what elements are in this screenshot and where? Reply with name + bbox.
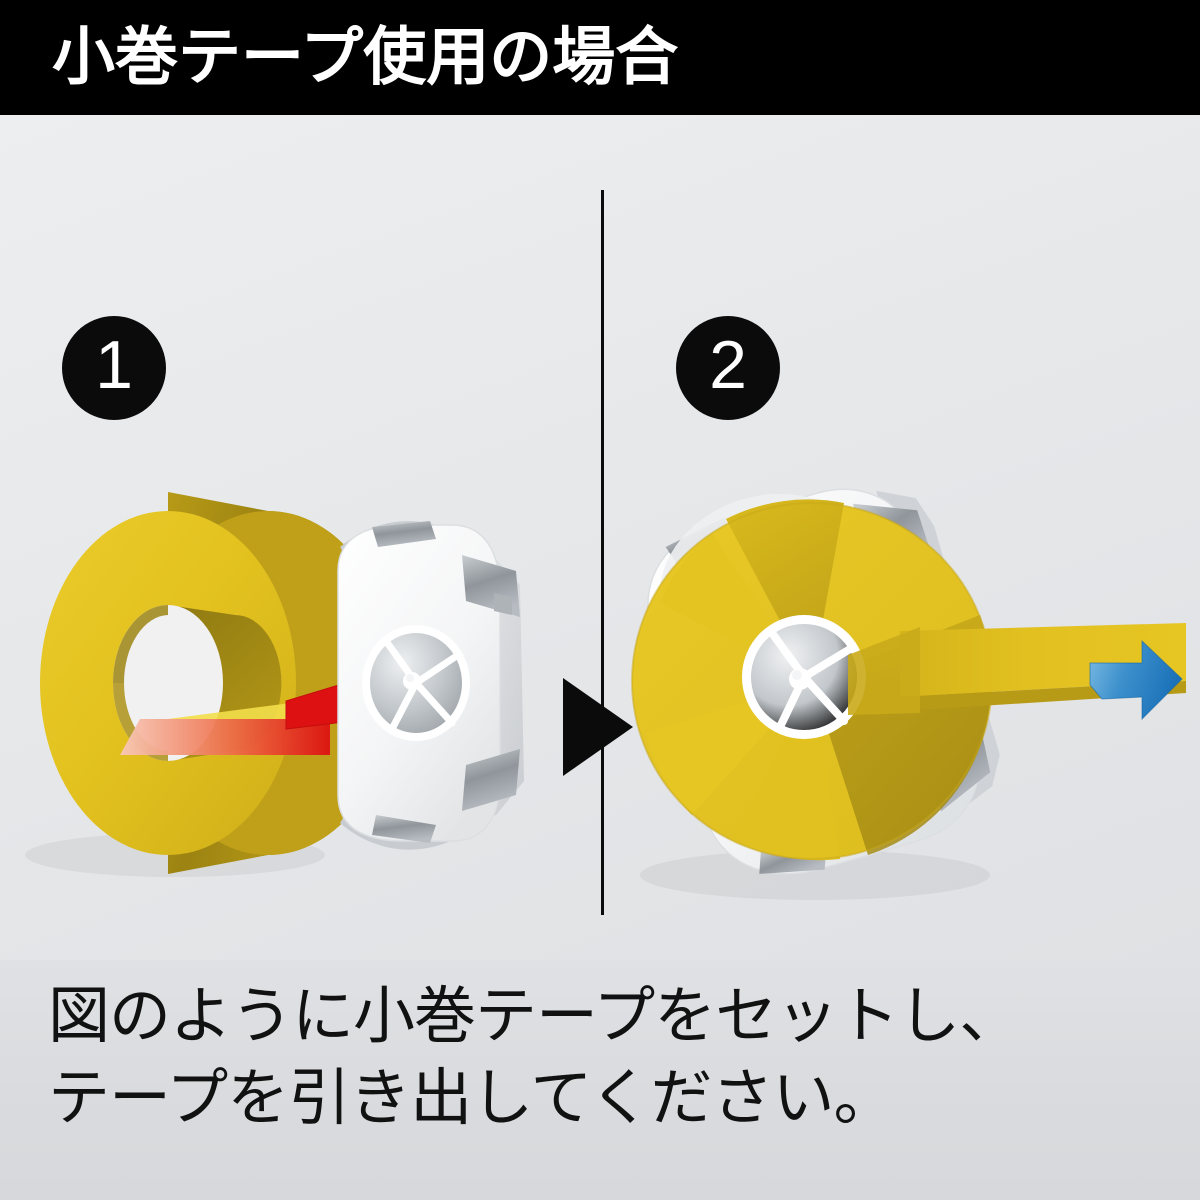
mounted-tape-roll <box>631 499 993 861</box>
illustration-stage: 1 2 <box>0 115 1200 960</box>
pulled-tape-strip <box>848 623 1186 715</box>
progress-arrow-icon <box>563 678 633 776</box>
insert-arrow-tail <box>120 719 330 755</box>
page-title: 小巻テープ使用の場合 <box>52 22 679 92</box>
panel-1-illustration <box>0 115 600 960</box>
panel-2-illustration <box>600 115 1200 960</box>
tape-cartridge <box>337 521 524 850</box>
step-badge-1-number: 1 <box>95 327 133 403</box>
step-badge-2-number: 2 <box>709 327 747 403</box>
caption-text: 図のように小巻テープをセットし、 テープを引き出してください。 <box>48 976 1158 1140</box>
step-badge-1: 1 <box>62 316 166 420</box>
cartridge-clip-bottom-right <box>462 749 520 811</box>
cartridge-clip-bottom-left <box>372 815 436 843</box>
step-badge-2: 2 <box>676 316 780 420</box>
cartridge-clip-top-left <box>372 521 436 547</box>
caption-area: 図のように小巻テープをセットし、 テープを引き出してください。 <box>0 960 1200 1200</box>
pull-direction-arrow <box>1089 639 1183 721</box>
caption-line-1: 図のように小巻テープをセットし、 <box>48 982 1021 1051</box>
caption-line-2: テープを引き出してください。 <box>48 1063 896 1133</box>
panel-divider <box>601 190 604 915</box>
header-bar: 小巻テープ使用の場合 <box>0 0 1200 115</box>
